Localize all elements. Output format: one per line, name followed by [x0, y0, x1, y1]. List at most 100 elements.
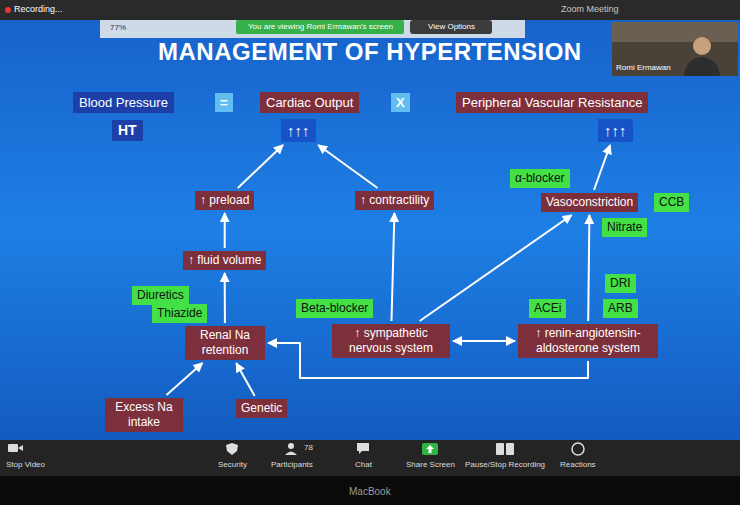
device-brand: MacBook — [349, 486, 391, 497]
process-box: ↑ preload — [195, 191, 254, 210]
cause-box: Excess Na intake — [105, 398, 183, 432]
flow-arrow — [392, 213, 395, 321]
quantity-box: Blood Pressure — [73, 92, 174, 113]
node-label: ↑↑↑ — [604, 123, 627, 138]
node-label: ARB — [608, 301, 633, 316]
drug-box: Nitrate — [602, 218, 647, 237]
flow-arrow — [453, 340, 515, 342]
flow-arrow — [224, 273, 226, 323]
operator-box: = — [215, 93, 233, 112]
pause-icon — [496, 443, 504, 455]
process-box: Renal Na retention — [185, 326, 265, 360]
window-title: Zoom Meeting — [561, 5, 619, 15]
node-label: Blood Pressure — [79, 95, 168, 110]
drug-box: CCB — [654, 193, 689, 212]
node-label: ↑ fluid volume — [188, 253, 261, 268]
person-body — [684, 57, 720, 76]
recording-status: Recording... — [14, 5, 63, 15]
reactions-icon — [572, 443, 584, 455]
participant-count: 78 — [304, 444, 313, 453]
window-bar — [0, 0, 740, 20]
share-arrow — [426, 445, 434, 453]
node-label: = — [220, 95, 228, 110]
share-icon — [422, 443, 438, 455]
drug-box: Thiazide — [152, 304, 207, 323]
toolbar-label: Participants — [271, 461, 313, 470]
flow-arrow — [420, 215, 572, 321]
toolbar-label: Security — [218, 461, 247, 470]
people-icon — [288, 443, 294, 449]
stop-icon — [506, 443, 514, 455]
process-box: ↑ fluid volume — [183, 251, 266, 270]
meeting-toolbar — [0, 440, 740, 476]
drug-box: Diuretics — [132, 286, 189, 305]
menu-button: View Options — [428, 23, 475, 32]
flow-arrow — [594, 145, 610, 190]
node-label: Beta-blocker — [301, 301, 368, 316]
slide-title: MANAGEMENT OF HYPERTENSION — [158, 38, 582, 66]
node-label: Diuretics — [137, 288, 184, 303]
node-label: ↑ preload — [200, 193, 249, 208]
drug-box: Beta-blocker — [296, 299, 373, 318]
operator-box: X — [391, 93, 410, 112]
editor-toolbar — [100, 20, 525, 38]
abbreviation-box: HT — [112, 120, 143, 141]
node-label: Genetic — [241, 401, 282, 416]
drug-box: ARB — [603, 299, 638, 318]
menu-button-bg — [410, 20, 492, 34]
video-wall — [612, 22, 738, 42]
participant-name: Romi Ermawan — [616, 64, 671, 73]
node-label: DRI — [610, 276, 631, 291]
camera-icon — [8, 444, 18, 452]
person-head — [693, 37, 711, 55]
toolbar-label: Share Screen — [406, 461, 455, 470]
node-label: Nitrate — [607, 220, 642, 235]
node-label: CCB — [659, 195, 684, 210]
toolbar-label: Stop Video — [6, 461, 45, 470]
process-box: ↑ renin-angiotensin-aldosterone system — [518, 324, 658, 358]
drug-box: DRI — [605, 274, 636, 293]
flow-arrow — [238, 145, 283, 188]
laptop-bezel — [0, 476, 740, 505]
toolbar-label: Reactions — [560, 461, 596, 470]
node-label: ↑ sympathetic nervous system — [337, 326, 445, 356]
node-label: ↑↑↑ — [287, 123, 310, 138]
node-label: Thiazide — [157, 306, 202, 321]
record-dot — [5, 7, 11, 13]
shield-icon — [226, 443, 238, 455]
node-label: HT — [118, 123, 137, 138]
increase-box: ↑↑↑ — [281, 119, 316, 142]
people-body — [285, 452, 297, 456]
flow-arrow — [588, 215, 589, 321]
drug-box: α-blocker — [510, 169, 570, 188]
camera-lens — [18, 445, 23, 451]
process-box: ↑ sympathetic nervous system — [332, 324, 450, 358]
node-label: Cardiac Output — [266, 95, 353, 110]
node-label: α-blocker — [515, 171, 565, 186]
node-label: ACEi — [534, 301, 561, 316]
cause-box: Genetic — [236, 399, 287, 418]
chat-icon — [357, 443, 369, 454]
node-label: Vasoconstriction — [546, 195, 633, 210]
flow-arrow — [318, 145, 377, 188]
toolbar-label: Pause/Stop Recording — [465, 461, 545, 470]
node-label: ↑ renin-angiotensin-aldosterone system — [523, 326, 653, 356]
node-label: ↑ contractility — [360, 193, 429, 208]
share-banner: You are viewing Romi Ermawan's screen — [248, 23, 393, 32]
node-label: Renal Na retention — [190, 328, 260, 358]
increase-box: ↑↑↑ — [598, 119, 633, 142]
node-label: Peripheral Vascular Resistance — [462, 95, 642, 110]
drug-box: ACEi — [529, 299, 566, 318]
quantity-box: Cardiac Output — [260, 92, 359, 113]
process-box: Vasoconstriction — [541, 193, 638, 212]
node-label: Excess Na intake — [110, 400, 178, 430]
flow-arrow — [236, 363, 255, 396]
flow-arrow — [167, 363, 203, 395]
toolbar-label: Chat — [355, 461, 372, 470]
zoom-level: 77% — [110, 24, 126, 33]
flow-arrow — [224, 213, 226, 248]
process-box: ↑ contractility — [355, 191, 434, 210]
slide-background — [0, 20, 740, 440]
quantity-box: Peripheral Vascular Resistance — [456, 92, 648, 113]
